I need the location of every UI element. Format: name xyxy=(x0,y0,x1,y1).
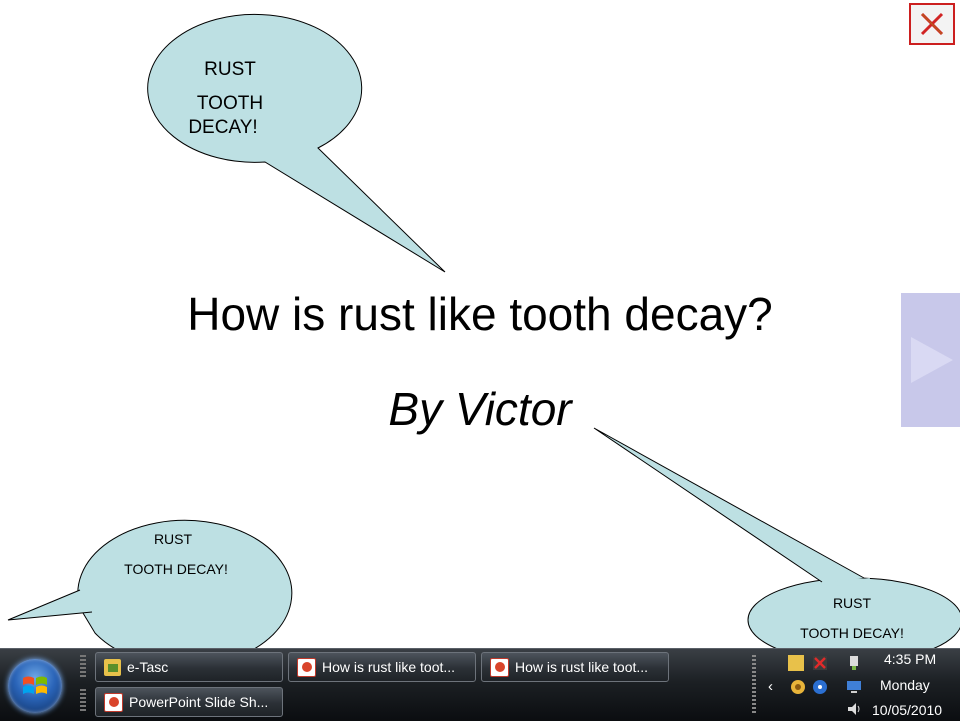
windows-logo-icon xyxy=(23,676,47,694)
taskbar-button-label: How is rust like toot... xyxy=(322,659,456,675)
wireless-icon[interactable] xyxy=(812,679,828,695)
chevron-left-icon[interactable]: ‹ xyxy=(768,678,773,695)
powerpoint-icon xyxy=(297,657,316,677)
taskbar-grip[interactable] xyxy=(80,689,86,711)
tray-grip xyxy=(752,655,756,715)
bubble-top-line2: TOOTH xyxy=(196,93,264,114)
clock-day[interactable]: Monday xyxy=(880,677,930,693)
speech-bubbles xyxy=(7,13,960,648)
folder-icon xyxy=(104,658,121,676)
security-icon[interactable] xyxy=(790,679,806,695)
bubble-bottom-right-line1: RUST xyxy=(832,595,872,611)
taskbar-button-label: PowerPoint Slide Sh... xyxy=(129,694,269,710)
bubble-bottom-left-text: RUST TOOTH DECAY! xyxy=(96,530,256,578)
start-button[interactable] xyxy=(8,659,62,713)
bubble-top-line3: DECAY! xyxy=(188,117,258,138)
clock-time[interactable]: 4:35 PM xyxy=(884,651,937,667)
slide-title: How is rust like tooth decay? xyxy=(187,288,773,340)
close-button[interactable] xyxy=(909,3,955,45)
volume-icon[interactable] xyxy=(846,701,862,717)
slide-subtitle: By Victor xyxy=(388,383,572,435)
taskbar: e-Tasc How is rust like toot... How is r… xyxy=(0,648,960,721)
clock-date[interactable]: 10/05/2010 xyxy=(872,702,943,718)
taskbar-grip[interactable] xyxy=(80,655,86,677)
taskbar-button-slideshow[interactable]: PowerPoint Slide Sh... xyxy=(95,687,283,717)
bubble-bottom-left-line2: TOOTH DECAY! xyxy=(124,561,228,577)
slide-canvas: RUST TOOTH DECAY! RUST TOOTH DECAY! RUST… xyxy=(7,3,960,648)
bubble-top-line1: RUST xyxy=(204,59,256,80)
speech-bubble-bottom-left xyxy=(77,519,293,648)
taskbar-button-label: How is rust like toot... xyxy=(515,659,649,675)
bubble-bottom-right-line2: TOOTH DECAY! xyxy=(800,625,904,641)
taskbar-button-label: e-Tasc xyxy=(127,659,169,675)
play-triangle-icon xyxy=(911,337,953,383)
bubble-bottom-right-text: RUST TOOTH DECAY! xyxy=(772,594,932,642)
powerpoint-icon xyxy=(490,657,509,677)
bubble-top-text: RUST TOOTH DECAY! xyxy=(170,58,290,140)
speech-bubble-top xyxy=(147,13,446,273)
bubble-bottom-left-line1: RUST xyxy=(153,531,193,547)
taskbar-button-e-tasc[interactable]: e-Tasc xyxy=(95,652,283,682)
taskbar-button-powerpoint-1[interactable]: How is rust like toot... xyxy=(288,652,476,682)
network-error-icon[interactable] xyxy=(812,655,828,671)
powerpoint-icon xyxy=(104,692,123,712)
folder-tray-icon[interactable] xyxy=(788,655,804,671)
next-slide-button[interactable] xyxy=(901,293,960,427)
close-x-icon xyxy=(920,12,944,36)
usb-device-icon[interactable] xyxy=(846,655,862,671)
display-icon[interactable] xyxy=(846,679,862,695)
taskbar-button-powerpoint-2[interactable]: How is rust like toot... xyxy=(481,652,669,682)
